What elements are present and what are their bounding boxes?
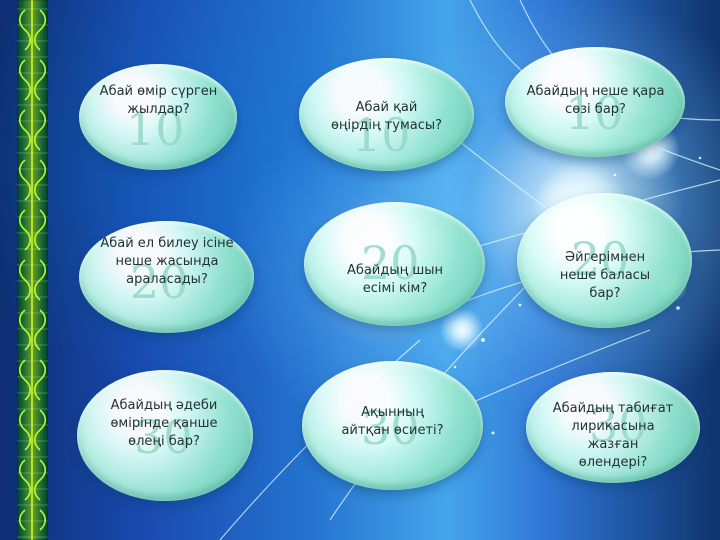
question-bubble-30-3[interactable]: 30 Абайдың табиғат лирикасына жазған өле… [526,372,700,483]
question-bubble-20-2[interactable]: 20 Абайдың шын есімі кім? [304,202,485,326]
question-bubble-10-1[interactable]: 10 Абай өмір сүрген жылдар? [79,64,237,170]
question-label: Абайдың неше қара сөзі бар? [526,84,665,117]
question-label: Абайдың шын есімі кім? [347,263,443,296]
question-label: Абайдың әдеби өмірінде қанше өлеңі бар? [110,398,218,449]
question-bubble-30-2[interactable]: 30 Ақынның айтқан өсиеті? [302,361,483,490]
question-label: Абай қай өңірдің тумасы? [330,100,443,133]
question-label: Ақынның айтқан өсиеті? [341,405,444,438]
question-label: Абайдың табиғат лирикасына жазған өленде… [552,401,674,470]
ornamental-border [17,0,48,540]
question-bubble-10-3[interactable]: 10 Абайдың неше қара сөзі бар? [505,47,685,157]
question-bubble-30-1[interactable]: 30 Абайдың әдеби өмірінде қанше өлеңі ба… [77,370,253,501]
question-bubble-20-1[interactable]: 20 Абай ел билеу ісіне неше жасында арал… [79,221,254,333]
question-bubble-10-2[interactable]: 10 Абай қай өңірдің тумасы? [299,58,474,171]
question-label: Әйгерімнен неше баласы бар? [559,250,651,301]
question-label: Абай өмір сүрген жылдар? [99,84,218,117]
ornament-pattern-icon [18,0,47,540]
question-bubble-20-3[interactable]: 20 Әйгерімнен неше баласы бар? [517,193,692,328]
question-label: Абай ел билеу ісіне неше жасында араласа… [100,236,234,287]
